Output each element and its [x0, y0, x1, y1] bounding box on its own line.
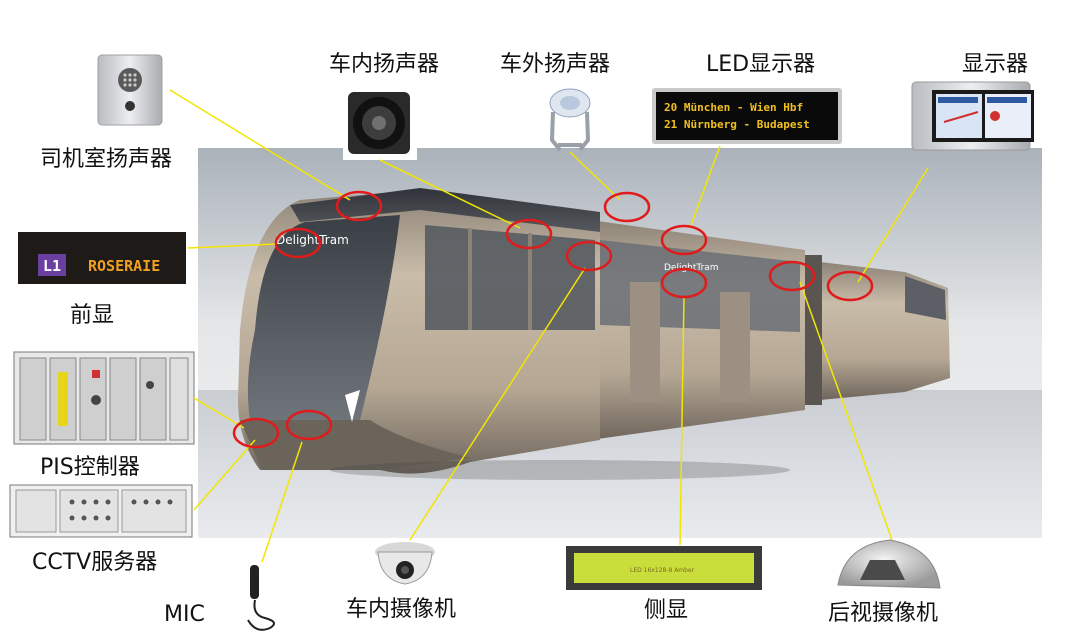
callout-line: [193, 439, 256, 511]
tram-front-branding: DelightTram: [276, 233, 349, 247]
rear-view-camera-image: [837, 539, 941, 589]
label-display: 显示器: [962, 52, 1029, 77]
callout-line: [261, 441, 303, 563]
tram-door: [630, 282, 660, 402]
label-led-display: LED显示器: [706, 52, 816, 77]
driver-cab-speaker-image: [97, 54, 163, 126]
callout-line: [799, 281, 893, 541]
callout-line: [169, 89, 351, 201]
callout-line: [689, 145, 721, 229]
tram-door: [720, 292, 750, 402]
label-driver-cab-speaker: 司机室扬声器: [40, 147, 173, 172]
label-exterior-speaker: 车外扬声器: [500, 52, 611, 77]
side-display-image: LED 16x128-8 Amber: [566, 546, 762, 590]
label-front-display: 前显: [70, 303, 115, 328]
callout-circle-front-display: [274, 227, 322, 259]
label-cctv-server: CCTV服务器: [32, 550, 158, 575]
callout-circles: [232, 190, 874, 449]
callout-line: [379, 159, 521, 229]
label-mic: MIC: [164, 602, 205, 627]
mic-image: [247, 565, 275, 631]
led-display-row: 21 Nürnberg - Budapest: [664, 118, 810, 131]
tram-rear-windows: [905, 276, 946, 320]
exterior-speaker-image: [549, 88, 591, 152]
callout-circle-led-display: [660, 224, 708, 256]
callout-circle-interior-speaker: [505, 218, 553, 250]
tram-windshield: [247, 215, 400, 420]
label-interior-camera: 车内摄像机: [346, 597, 457, 622]
callout-line: [679, 295, 685, 546]
callout-circle-rear-camera: [768, 260, 816, 292]
tram-rear-car: [820, 262, 950, 400]
led-display-row: 20 München - Wien Hbf: [664, 101, 803, 114]
front-display-route: L1: [43, 257, 61, 275]
label-side-display: 侧显: [644, 598, 689, 623]
front-display-destination: ROSERAIE: [88, 257, 160, 275]
callout-line: [187, 243, 277, 249]
tram-photo: DelightTram DelightTram: [198, 148, 1042, 538]
callout-lines: [169, 89, 929, 563]
tram-side-branding: DelightTram: [664, 263, 719, 273]
callout-line: [857, 167, 929, 283]
callout-circle-exterior-speaker: [603, 191, 651, 223]
callout-circle-display: [826, 270, 874, 302]
callout-line: [569, 151, 621, 201]
label-pis-controller: PIS控制器: [40, 455, 140, 480]
display-image: [911, 81, 1034, 151]
callout-line: [409, 267, 586, 541]
callout-circle-side-display: [660, 267, 708, 299]
callout-circle-pis-controller: [232, 417, 280, 449]
cctv-server-image: [9, 484, 193, 538]
callout-circle-driver-speaker: [335, 190, 383, 222]
tram-headlight: [345, 390, 360, 422]
interior-camera-image: [375, 542, 435, 585]
label-rear-view-camera: 后视摄像机: [828, 601, 939, 626]
interior-speaker-image: [343, 88, 417, 160]
side-display-text: LED 16x128-8 Amber: [630, 567, 695, 574]
led-display-image: 20 München - Wien Hbf 21 Nürnberg - Buda…: [652, 88, 842, 144]
tram-articulation-joint: [800, 255, 822, 405]
callout-circle-interior-camera: [565, 240, 613, 272]
label-interior-speaker: 车内扬声器: [329, 52, 440, 77]
tram-side-windows: [425, 225, 595, 330]
pis-controller-image: [13, 351, 195, 445]
callout-line: [193, 397, 245, 429]
callout-circle-mic: [285, 409, 333, 441]
front-display-image: L1 ROSERAIE: [18, 232, 186, 284]
